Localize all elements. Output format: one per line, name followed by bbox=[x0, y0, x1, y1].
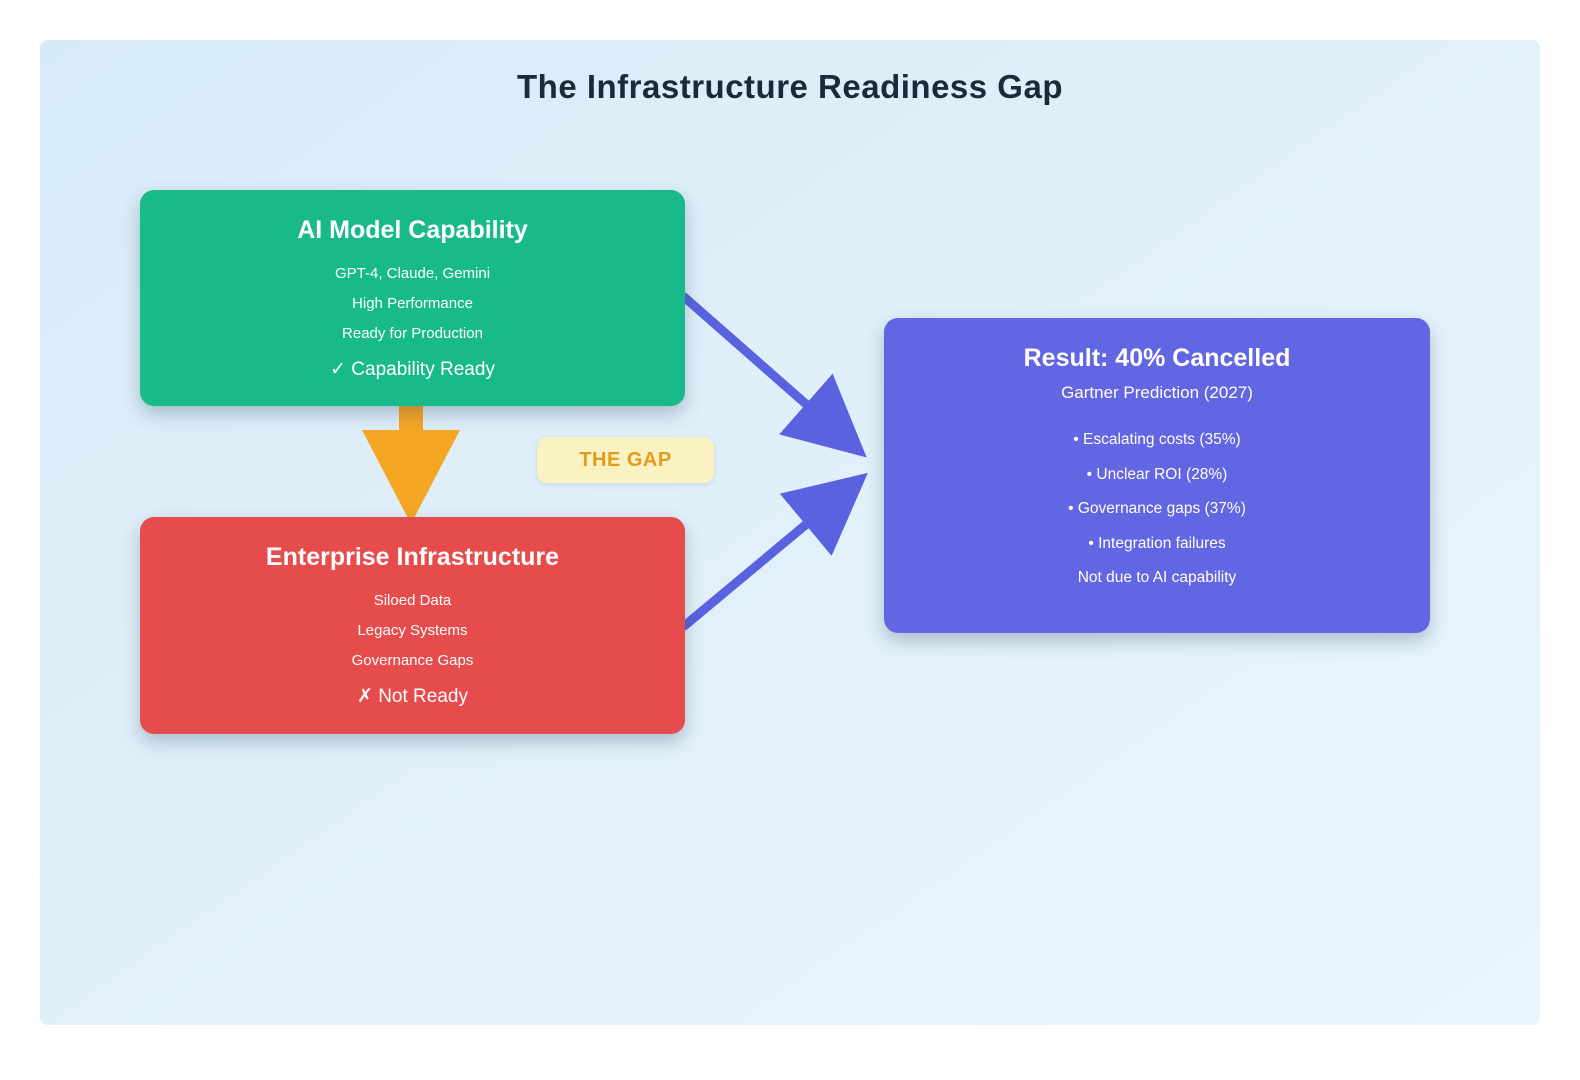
result-box-subtitle: Gartner Prediction (2027) bbox=[1061, 383, 1253, 402]
list-item: Siloed Data bbox=[373, 592, 452, 609]
infrastructure-box-title: Enterprise Infrastructure bbox=[265, 543, 560, 571]
capability-box-title: AI Model Capability bbox=[297, 216, 528, 244]
list-item: High Performance bbox=[352, 295, 473, 312]
result-box-title: Result: 40% Cancelled bbox=[1023, 344, 1291, 372]
gap-badge-label: THE GAP bbox=[579, 448, 672, 471]
result-box-footer: Not due to AI capability bbox=[1077, 569, 1237, 586]
capability-box: AI Model Capability GPT-4, Claude, Gemin… bbox=[140, 190, 685, 406]
capability-status: ✓ Capability Ready bbox=[330, 359, 495, 380]
list-item: • Governance gaps (37%) bbox=[1068, 500, 1246, 517]
result-box-items: • Escalating costs (35%) • Unclear ROI (… bbox=[884, 423, 1430, 561]
list-item: • Unclear ROI (28%) bbox=[1086, 465, 1228, 483]
list-item: • Integration failures bbox=[1088, 534, 1226, 552]
list-item: • Escalating costs (35%) bbox=[1073, 431, 1241, 448]
capability-box-items: GPT-4, Claude, Gemini High Performance R… bbox=[140, 259, 685, 349]
list-item: Ready for Production bbox=[342, 325, 483, 342]
result-box: Result: 40% Cancelled Gartner Prediction… bbox=[884, 318, 1430, 633]
infrastructure-status: ✗ Not Ready bbox=[357, 686, 468, 707]
list-item: Legacy Systems bbox=[357, 622, 468, 639]
list-item: GPT-4, Claude, Gemini bbox=[334, 265, 491, 282]
list-item: Governance Gaps bbox=[351, 652, 474, 669]
page-title: The Infrastructure Readiness Gap bbox=[517, 68, 1063, 105]
infrastructure-box-items: Siloed Data Legacy Systems Governance Ga… bbox=[140, 586, 685, 676]
gap-badge: THE GAP bbox=[537, 437, 714, 483]
infrastructure-box: Enterprise Infrastructure Siloed Data Le… bbox=[140, 517, 685, 734]
